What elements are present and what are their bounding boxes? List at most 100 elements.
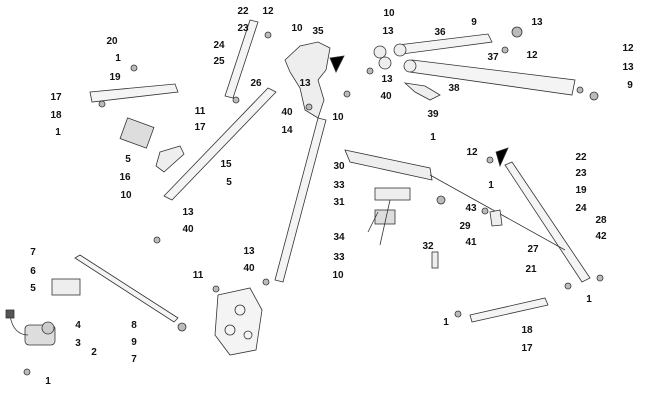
callout-number: 13: [182, 207, 194, 218]
frame-30: [344, 149, 439, 269]
module-box: [119, 117, 155, 149]
callout-number: 1: [586, 294, 592, 305]
callout-number: 19: [109, 72, 121, 83]
lower-bar: [74, 254, 179, 323]
callout-number: 13: [299, 78, 311, 89]
callout-number: 16: [119, 172, 131, 183]
callout-number: 5: [226, 177, 232, 188]
callout-number: 15: [220, 159, 232, 170]
callout-number: 19: [575, 185, 587, 196]
callout-number: 12: [466, 147, 478, 158]
callout-number: 36: [434, 27, 446, 38]
callout-number: 18: [521, 325, 533, 336]
callout-number: 11: [192, 270, 204, 281]
callout-number: 28: [595, 215, 607, 226]
callout-number: 30: [333, 161, 345, 172]
callout-number: 1: [430, 132, 436, 143]
callout-number: 5: [125, 154, 131, 165]
callout-number: 9: [627, 80, 633, 91]
steering-column-bracket: [284, 41, 345, 119]
callout-number: 12: [526, 50, 538, 61]
callout-number: 1: [443, 317, 449, 328]
callout-number: 35: [312, 26, 324, 37]
callout-number: 18: [50, 110, 62, 121]
callout-number: 10: [120, 190, 132, 201]
callout-number: 1: [488, 180, 494, 191]
callout-number: 22: [237, 6, 249, 17]
callout-number: 10: [332, 270, 344, 281]
callout-number: 7: [30, 247, 36, 258]
strap-23-right: [504, 161, 591, 283]
callout-number: 21: [525, 264, 537, 275]
callout-number: 6: [30, 266, 36, 277]
callout-number: 10: [291, 23, 303, 34]
callout-number: 2: [91, 347, 97, 358]
callout-number: 9: [131, 337, 137, 348]
callout-number: 40: [243, 263, 255, 274]
tube-left: [163, 87, 277, 201]
arrow-marker: [495, 147, 509, 168]
strap-23-upper: [224, 19, 259, 99]
callout-number: 1: [45, 376, 51, 387]
callout-number: 13: [531, 17, 543, 28]
callout-number: 26: [250, 78, 262, 89]
callout-number: 27: [527, 244, 539, 255]
callout-number: 41: [465, 237, 477, 248]
callout-number: 17: [521, 343, 533, 354]
callout-number: 13: [243, 246, 255, 257]
callout-number: 20: [106, 36, 118, 47]
callout-number: 14: [281, 125, 293, 136]
callout-number: 38: [448, 83, 460, 94]
callout-number: 8: [131, 320, 137, 331]
callout-number: 33: [333, 180, 345, 191]
gear-housing: [214, 287, 263, 356]
tube-36: [393, 33, 493, 57]
callout-number: 17: [194, 122, 206, 133]
callout-number: 40: [380, 91, 392, 102]
callout-number: 33: [333, 252, 345, 263]
bracket-16: [155, 145, 185, 173]
callout-number: 32: [422, 241, 434, 252]
tube-vertical: [274, 117, 327, 283]
callout-number: 7: [131, 354, 137, 365]
callout-number: 43: [465, 203, 477, 214]
callout-number: 13: [382, 26, 394, 37]
callout-number: 11: [194, 106, 206, 117]
clamp-41: [489, 209, 503, 227]
callout-number: 5: [30, 283, 36, 294]
callout-number: 42: [595, 231, 607, 242]
callout-number: 13: [381, 74, 393, 85]
callout-number: 17: [50, 92, 62, 103]
callout-number: 34: [333, 232, 345, 243]
callout-number: 40: [182, 224, 194, 235]
motor-assembly: [5, 278, 81, 346]
tube-37: [373, 45, 576, 96]
callout-number: 40: [281, 107, 293, 118]
callout-number: 24: [213, 40, 225, 51]
callout-number: 39: [427, 109, 439, 120]
arm-18-upper: [89, 83, 179, 103]
callout-number: 12: [262, 6, 274, 17]
callout-number: 23: [575, 168, 587, 179]
callout-number: 13: [622, 62, 634, 73]
callout-number: 24: [575, 203, 587, 214]
callout-number: 10: [332, 112, 344, 123]
callout-number: 9: [471, 17, 477, 28]
callout-number: 31: [333, 197, 345, 208]
arm-18-lower: [469, 297, 549, 323]
callout-number: 25: [213, 56, 225, 67]
callout-number: 37: [487, 52, 499, 63]
callout-number: 1: [115, 53, 121, 64]
callout-number: 10: [383, 8, 395, 19]
callout-number: 12: [622, 43, 634, 54]
clip-38: [403, 82, 441, 101]
hardware: [23, 26, 604, 376]
callout-number: 29: [459, 221, 471, 232]
callout-number: 23: [237, 23, 249, 34]
callout-number: 4: [75, 320, 81, 331]
callout-number: 22: [575, 152, 587, 163]
callout-number: 1: [55, 127, 61, 138]
callout-number: 3: [75, 338, 81, 349]
